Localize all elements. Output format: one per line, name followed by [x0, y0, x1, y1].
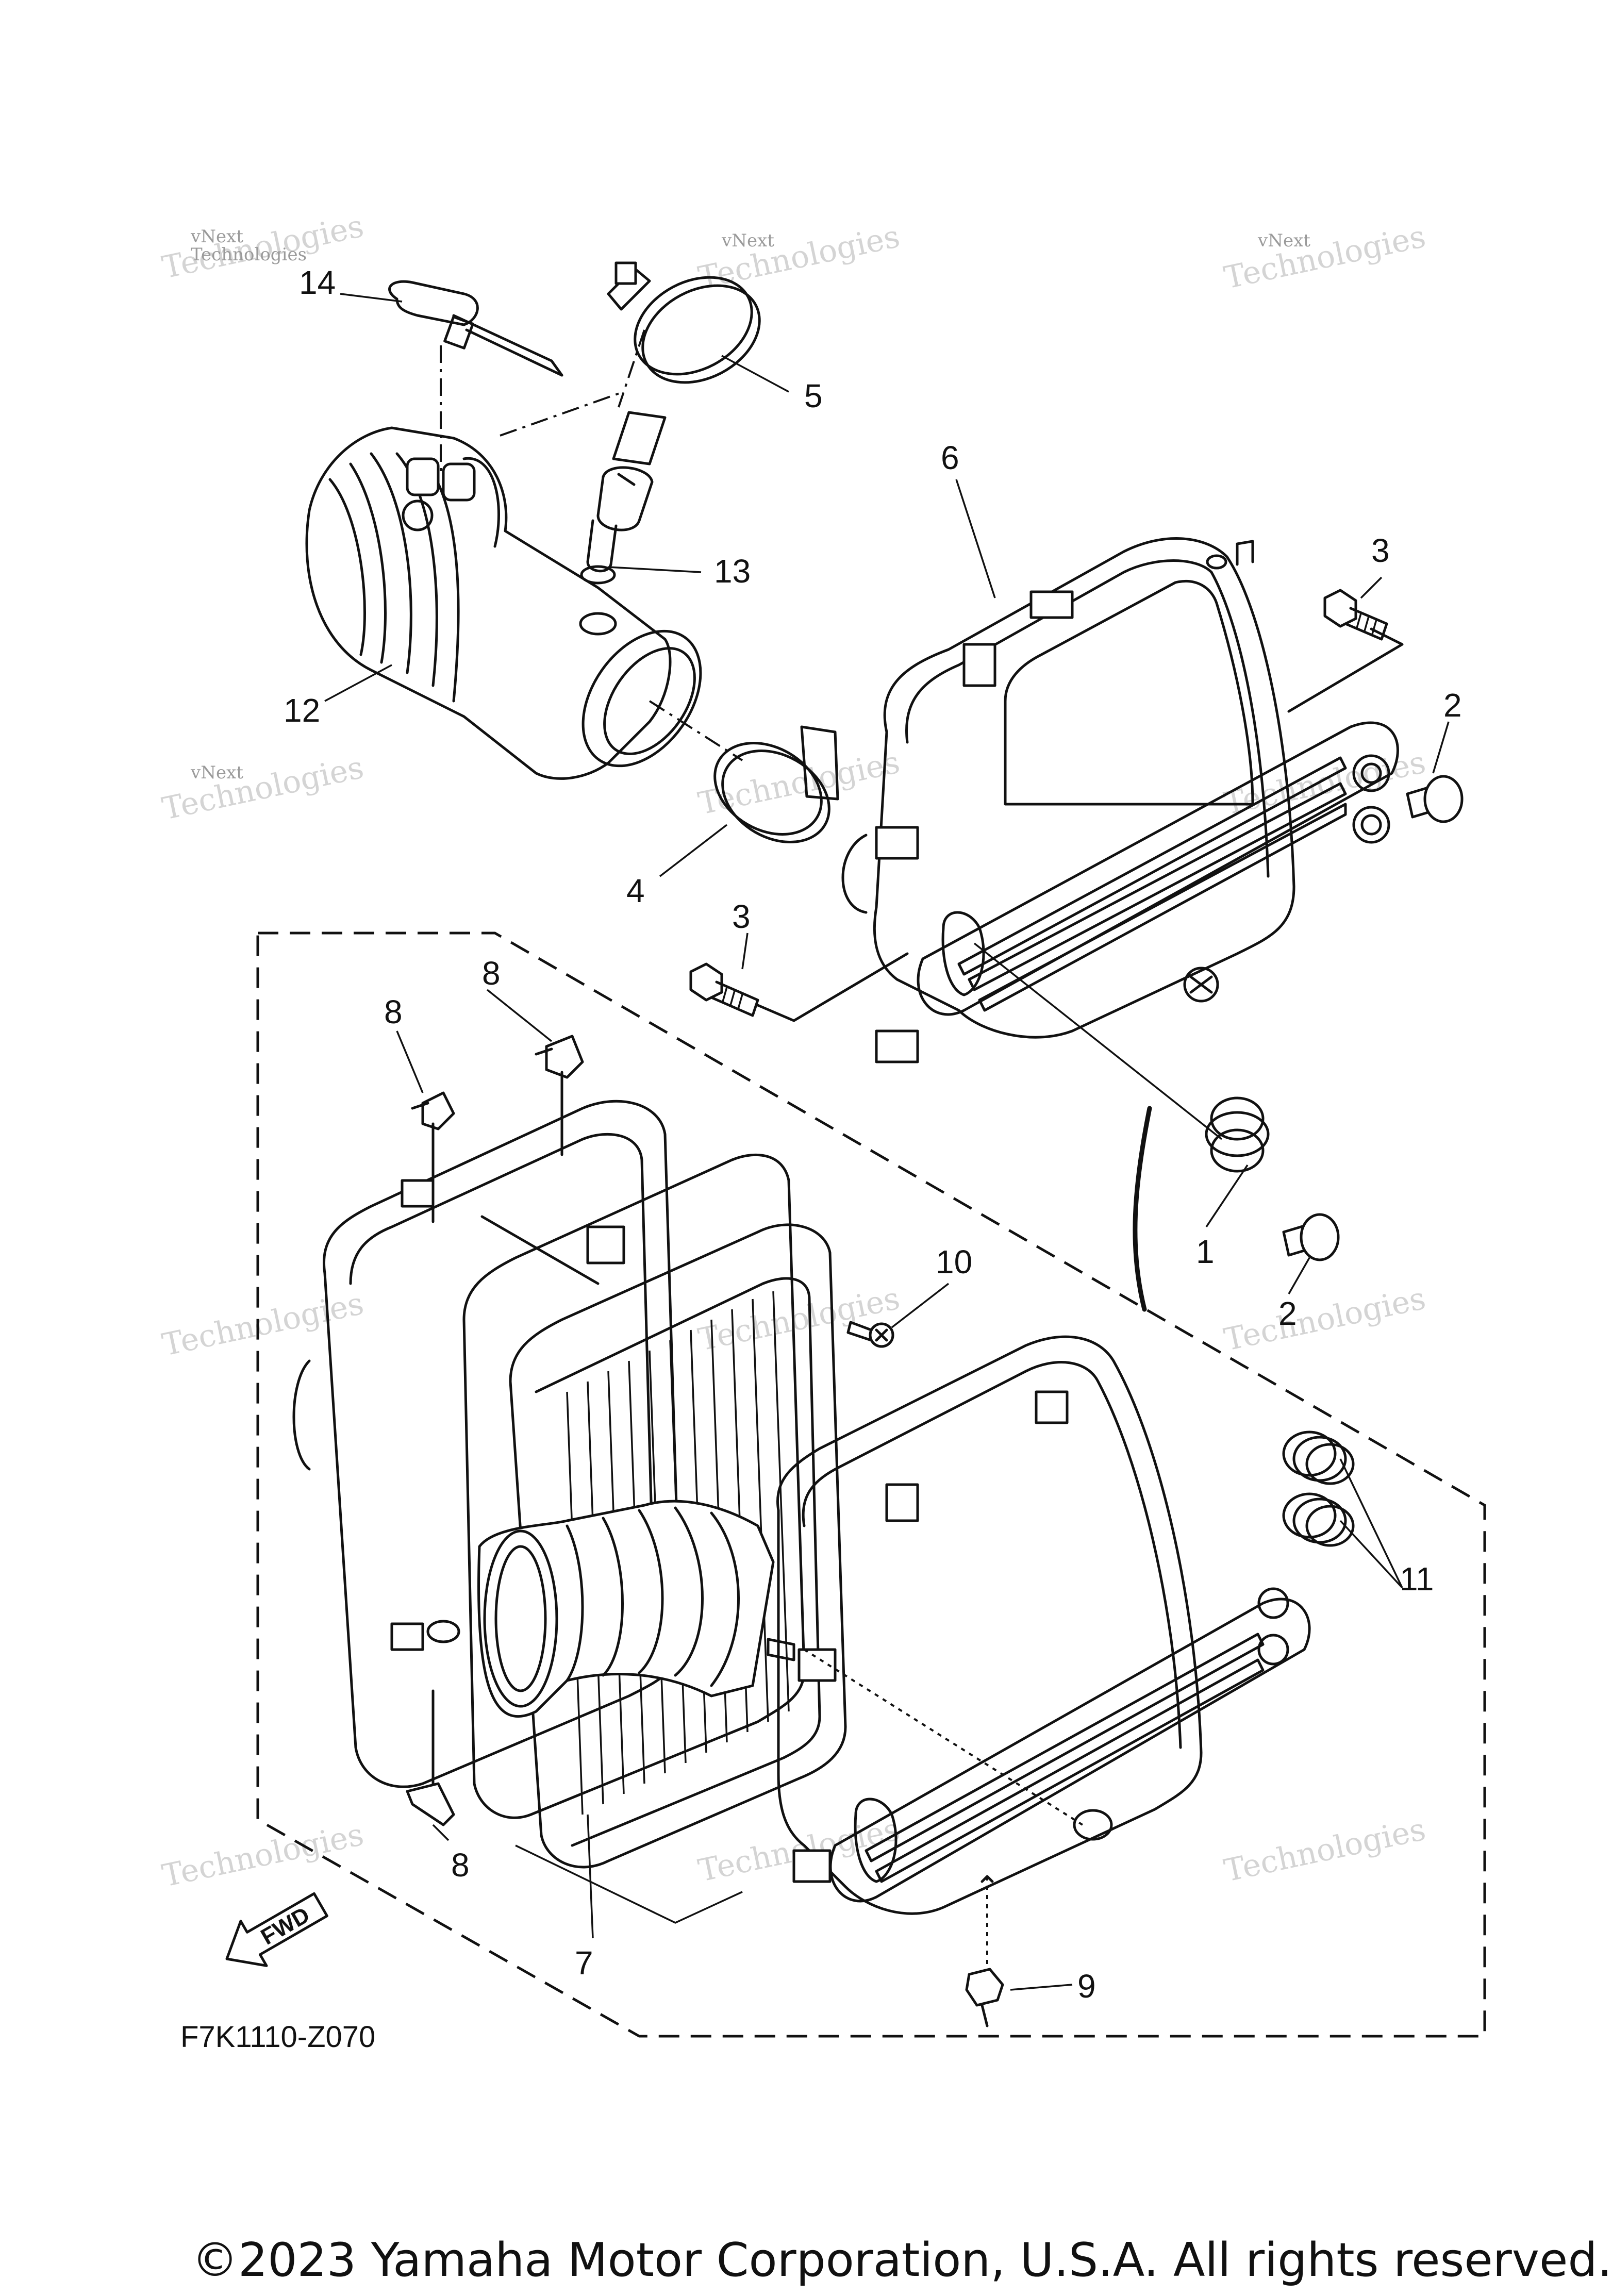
fwd-arrow-icon: FWD [225, 1892, 328, 1967]
watermark: Technologies [1221, 1811, 1429, 1889]
leader-lines [324, 293, 1450, 1991]
callout-4: 4 [626, 872, 645, 909]
callout-7: 7 [575, 1944, 593, 1982]
case-half-inner [767, 1335, 1311, 1915]
watermark-small-text: Technologies [191, 244, 307, 265]
watermark: Technologies [159, 1286, 367, 1363]
callout-2-upper: 2 [1443, 687, 1462, 724]
part-6-air-filter-case [841, 537, 1399, 1312]
watermark-technologies-text: Technologies [1221, 1811, 1429, 1889]
exploded-view-boundary [256, 931, 1486, 2038]
part-3-bolt-lower [689, 962, 759, 1017]
part-11-grommet-upper [1282, 1430, 1355, 1485]
funnel-boot [477, 1500, 775, 1718]
watermark: Technologies [159, 1817, 367, 1894]
watermark-technologies-text: Technologies [159, 750, 367, 827]
watermark: Technologies [1221, 1280, 1429, 1358]
gasket [462, 1153, 806, 1819]
drawing-code: F7K1110-Z070 [180, 2020, 376, 2054]
watermark-small-text: vNext [190, 762, 243, 783]
part-10-screw [846, 1321, 894, 1348]
callout-12: 12 [284, 692, 320, 729]
callout-10: 10 [936, 1243, 972, 1280]
part-12-intake-joint [305, 426, 702, 780]
callout-8-b: 8 [482, 955, 501, 992]
part-2-collar-upper [1406, 775, 1464, 823]
copyright-notice: ©2023 Yamaha Motor Corporation, U.S.A. A… [192, 2233, 1612, 2287]
watermark-small-text: vNext [190, 226, 243, 247]
callout-8-c: 8 [451, 1846, 470, 1884]
part-1-grommet [1205, 1096, 1270, 1173]
watermark-small-text: vNext [1257, 230, 1310, 251]
callout-11: 11 [1400, 1560, 1434, 1598]
part-11-grommet-lower [1282, 1492, 1355, 1547]
callout-3-lower: 3 [732, 898, 751, 935]
watermark-technologies-text: Technologies [695, 1280, 903, 1358]
callout-8-a: 8 [384, 993, 403, 1030]
part-8-clip-c [406, 1782, 455, 1826]
part-4-hose-clamp [713, 725, 839, 843]
callout-6: 6 [941, 439, 959, 476]
callout-13: 13 [714, 553, 751, 590]
callout-labels: 14 5 13 6 3 2 12 4 3 8 8 10 1 2 11 8 7 9 [284, 264, 1462, 2005]
watermark-technologies-text: Technologies [1221, 1280, 1429, 1358]
part-8-clip-b [535, 1035, 584, 1079]
callout-9: 9 [1077, 1968, 1096, 2005]
part-14-cable-tie [388, 280, 563, 377]
watermark: Technologies [695, 1280, 903, 1358]
part-2-collar-lower [1282, 1213, 1340, 1261]
callout-2-lower: 2 [1278, 1295, 1297, 1332]
watermark-technologies-text: Technologies [159, 1817, 367, 1894]
part-3-bolt-upper [1323, 589, 1388, 641]
watermark: Technologies [159, 750, 367, 827]
callout-14: 14 [299, 264, 336, 301]
part-13-breather-elbow [580, 411, 667, 585]
part-9-drain-plug [965, 1875, 1004, 2027]
part-8-clip-a [411, 1091, 455, 1130]
watermark-technologies-text: Technologies [1221, 219, 1429, 296]
watermark-technologies-text: Technologies [695, 744, 903, 822]
watermark-small-text: vNext [721, 230, 774, 251]
callout-1: 1 [1196, 1233, 1215, 1270]
watermark-technologies-text: Technologies [159, 1286, 367, 1363]
callout-5: 5 [804, 377, 823, 414]
watermark: Technologies [1221, 219, 1429, 296]
part-5-hose-clamp [607, 261, 761, 384]
watermark: Technologies [695, 744, 903, 822]
callout-3-upper: 3 [1371, 532, 1390, 569]
